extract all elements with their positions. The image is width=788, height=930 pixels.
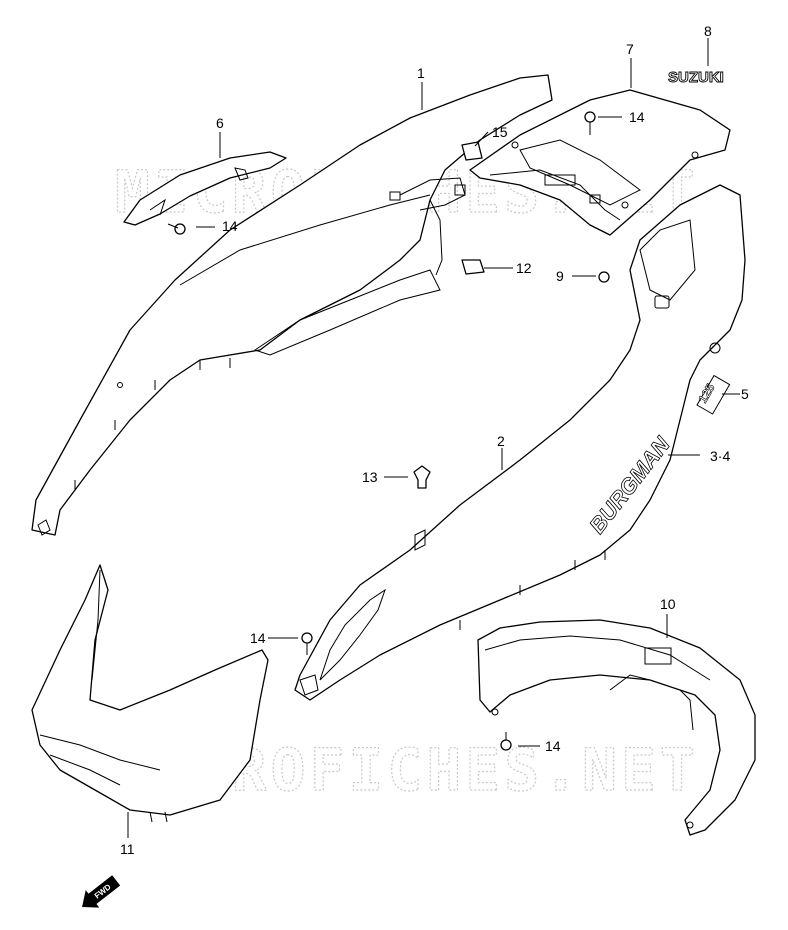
screw-14-d[interactable] <box>500 732 512 751</box>
callout-3-4: 3·4 <box>710 448 730 464</box>
callout-14-a: 14 <box>222 218 238 234</box>
leader-lines <box>127 38 740 838</box>
callout-12: 12 <box>516 260 532 276</box>
callout-10: 10 <box>660 596 676 612</box>
callout-14-c: 14 <box>250 630 266 646</box>
part-7-rear-top-cover[interactable] <box>469 89 731 236</box>
callout-5: 5 <box>741 386 749 402</box>
part-6-grip-cover[interactable] <box>123 151 287 226</box>
forward-direction-arrow-icon: FWD <box>82 875 121 908</box>
callout-14-d: 14 <box>545 738 561 754</box>
callout-2: 2 <box>497 433 505 449</box>
part-8-brand-emblem[interactable]: SUZUKI <box>668 69 725 87</box>
part-11-lower-cover[interactable] <box>31 564 269 823</box>
callout-7: 7 <box>626 41 634 57</box>
callout-11: 11 <box>120 841 135 857</box>
callout-15: 15 <box>492 124 508 140</box>
callout-8: 8 <box>704 23 712 39</box>
callout-9: 9 <box>556 268 564 284</box>
callout-1: 1 <box>417 65 425 81</box>
nut-12[interactable] <box>461 259 485 275</box>
part-2-side-cover[interactable] <box>294 184 746 701</box>
part-1-frame-cover[interactable] <box>31 74 553 536</box>
screw-14-a[interactable] <box>167 223 186 235</box>
brand-logo-text: SUZUKI <box>668 69 724 86</box>
callout-6: 6 <box>216 115 224 131</box>
nut-15[interactable] <box>461 141 483 161</box>
callout-13: 13 <box>362 469 378 485</box>
callout-14-b: 14 <box>629 109 645 125</box>
part-10-inner-cover[interactable] <box>477 619 756 836</box>
clip-13[interactable] <box>413 465 431 489</box>
screw-14-c[interactable] <box>301 632 313 655</box>
screw-9[interactable] <box>598 271 610 283</box>
screw-14-b[interactable] <box>584 111 596 135</box>
